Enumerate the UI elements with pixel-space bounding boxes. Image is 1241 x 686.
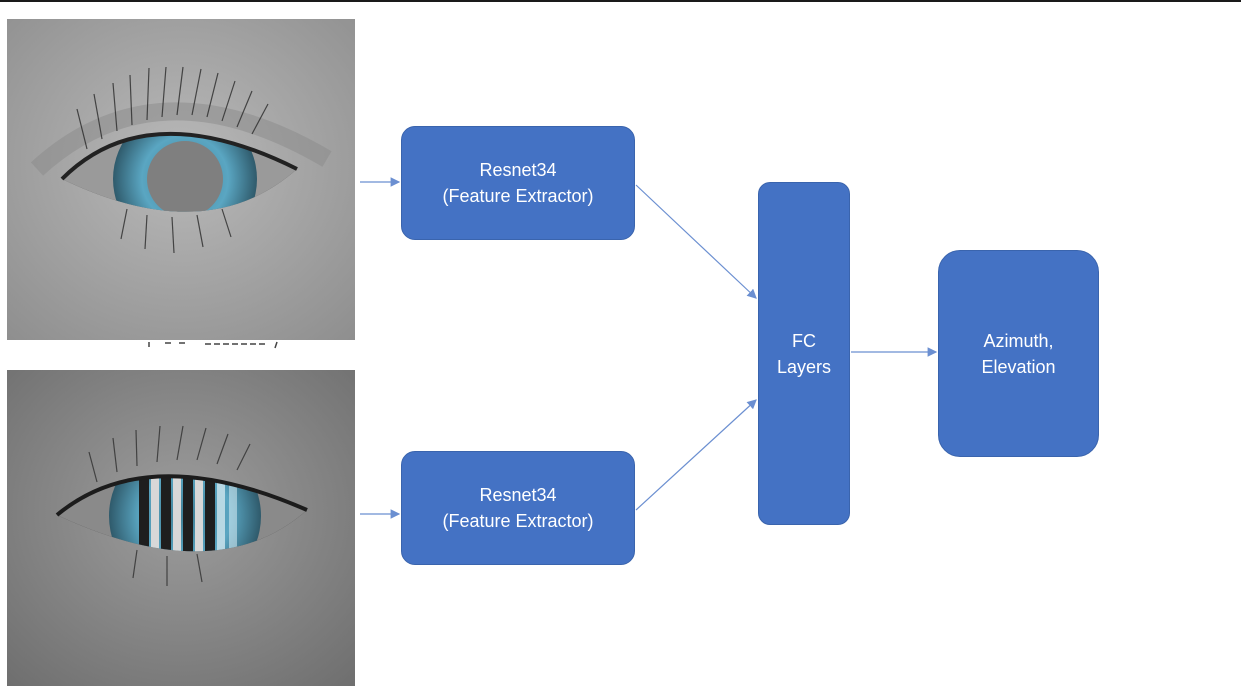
resnet-top-subtitle: (Feature Extractor): [442, 186, 594, 206]
fc-line1: FC: [792, 330, 816, 351]
resnet34-box-top: Resnet34 (Feature Extractor): [401, 126, 635, 240]
output-line2: Elevation: [981, 356, 1056, 377]
resnet-bottom-title: Resnet34: [479, 485, 557, 505]
crop-marks: [148, 341, 278, 349]
output-box: Azimuth, Elevation: [938, 250, 1099, 457]
fc-line2: Layers: [776, 356, 832, 377]
arrow-resnet-bottom-to-fc: [635, 399, 757, 511]
arrow-resnet-top-to-fc: [635, 184, 757, 299]
resnet-bottom-subtitle: (Feature Extractor): [442, 511, 594, 531]
fc-layers-box: FC Layers: [758, 182, 850, 525]
resnet-top-title: Resnet34: [479, 160, 557, 180]
eye-image-bottom: [7, 370, 355, 686]
eye-image-top: [7, 19, 355, 340]
resnet34-box-bottom: Resnet34 (Feature Extractor): [401, 451, 635, 565]
top-border-line: [0, 0, 1241, 2]
output-line1: Azimuth,: [983, 330, 1054, 351]
